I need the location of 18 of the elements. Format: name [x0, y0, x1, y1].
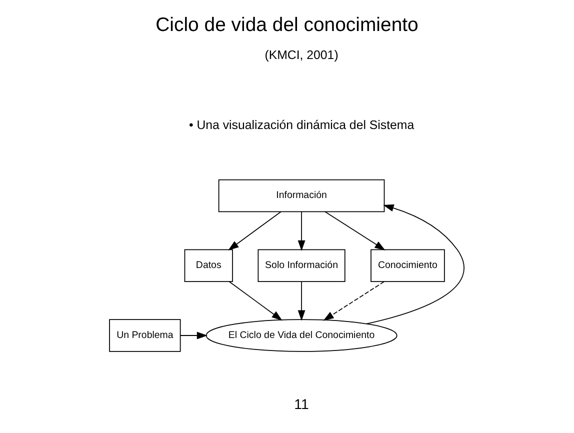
node-box: Solo Información	[258, 249, 346, 282]
label: (KMCI, 2001)	[264, 48, 338, 62]
arrow	[324, 211, 386, 250]
label: • Una visualización dinámica del Sistema	[188, 118, 414, 132]
arrow	[323, 281, 385, 321]
arrow	[298, 211, 306, 251]
arrow	[228, 281, 282, 321]
arrow	[366, 204, 464, 324]
arrow	[298, 281, 306, 321]
arrow	[228, 211, 282, 250]
node-box: Un Problema	[109, 319, 181, 352]
diagram-title: Ciclo de vida del conocimiento	[156, 14, 418, 36]
label: 11	[294, 396, 309, 412]
node-box: Información	[218, 179, 385, 212]
node-box: Conocimiento	[370, 249, 445, 282]
arrow	[180, 332, 208, 340]
node-ellipse: El Ciclo de Vida del Conocimiento	[206, 319, 398, 352]
node-box: Datos	[184, 249, 233, 282]
